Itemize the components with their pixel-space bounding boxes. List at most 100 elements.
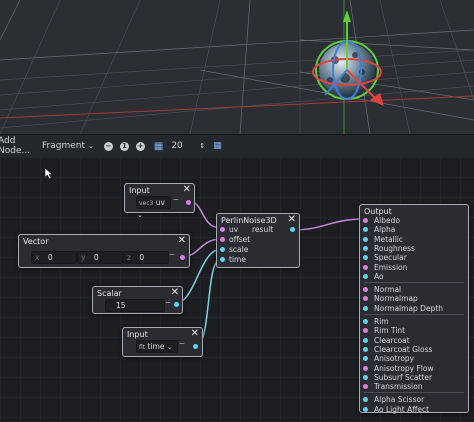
perlin-uv-port[interactable] bbox=[220, 227, 225, 232]
scalar-value: 15 bbox=[116, 301, 126, 310]
output-port-label: Rim bbox=[374, 317, 389, 326]
snap-toggle[interactable]: ▦ bbox=[154, 135, 163, 157]
perlin-result-port[interactable] bbox=[290, 227, 295, 232]
close-icon[interactable]: ✕ bbox=[182, 184, 191, 195]
perlin-scale-label: scale bbox=[229, 245, 249, 254]
expand-icon[interactable]: ⌣ bbox=[179, 339, 185, 349]
output-input-port[interactable] bbox=[363, 374, 368, 380]
perlin-uv-label: uv bbox=[229, 225, 239, 234]
output-input-port[interactable] bbox=[363, 236, 368, 242]
snap-stepper[interactable]: ⇕ bbox=[199, 135, 205, 157]
perlin-offset-port[interactable] bbox=[220, 237, 225, 242]
add-node-button[interactable]: Add Node... bbox=[0, 136, 31, 156]
input-time-output-port[interactable] bbox=[193, 344, 198, 349]
output-port-label: Normal bbox=[374, 285, 402, 295]
perlin-offset-label: offset bbox=[229, 235, 251, 244]
perlin-time-label: time bbox=[229, 255, 246, 264]
graph-editor[interactable]: Input ✕ vec3 uv ⌄ ⌣ Vector ✕ x 0 y 0 z 0… bbox=[0, 157, 474, 422]
snap-value[interactable]: 20 bbox=[171, 141, 183, 151]
zoom-in-button[interactable]: + bbox=[135, 135, 145, 157]
viewport-grid bbox=[0, 0, 474, 134]
save-icon: ▦ bbox=[213, 141, 222, 151]
output-input-port[interactable] bbox=[363, 264, 368, 270]
vector-node[interactable]: Vector ✕ x 0 y 0 z 0 ⌣ bbox=[18, 234, 190, 268]
input-uv-value: uv bbox=[155, 198, 165, 207]
output-port-label: Emission bbox=[374, 262, 408, 272]
output-input-port[interactable] bbox=[363, 328, 368, 334]
output-port-label: Subsurf Scatter bbox=[374, 372, 433, 382]
vector-x-value: 0 bbox=[47, 253, 53, 262]
zoom-out-button[interactable]: − bbox=[103, 135, 113, 157]
vector-z-field[interactable]: z 0 bbox=[123, 251, 169, 264]
output-port-label: Rim Tint bbox=[374, 326, 406, 336]
output-input-port[interactable] bbox=[363, 346, 368, 352]
scalar-node[interactable]: Scalar ✕ 15 ⌣ bbox=[92, 286, 183, 314]
save-button[interactable]: ▦ bbox=[213, 135, 222, 157]
output-input-port[interactable] bbox=[363, 337, 368, 343]
mouse-cursor-icon bbox=[45, 168, 53, 179]
input-time-node-title: Input bbox=[127, 330, 148, 339]
expand-icon[interactable]: ⌣ bbox=[169, 250, 175, 260]
output-input-port[interactable] bbox=[363, 245, 368, 251]
perlin-node-title: PerlinNoise3D bbox=[221, 216, 277, 225]
output-input-port[interactable] bbox=[363, 397, 368, 403]
output-input-port[interactable] bbox=[363, 356, 368, 362]
chevron-down-icon: ⌄ bbox=[137, 211, 143, 219]
output-input-port[interactable] bbox=[363, 305, 368, 311]
output-input-port[interactable] bbox=[363, 255, 368, 261]
vector-y-value: 0 bbox=[93, 253, 99, 262]
input-uv-select[interactable]: vec3 uv ⌄ bbox=[136, 196, 171, 219]
output-port-label: Clearcoat Gloss bbox=[374, 344, 433, 354]
perlin-result-label: result bbox=[252, 225, 274, 234]
output-input-port[interactable] bbox=[363, 365, 368, 371]
output-input-port[interactable] bbox=[363, 287, 368, 293]
output-input-port[interactable] bbox=[363, 218, 368, 223]
vector-z-label: z bbox=[127, 253, 131, 262]
close-icon[interactable]: ✕ bbox=[190, 328, 199, 339]
output-input-port[interactable] bbox=[363, 296, 368, 302]
expand-icon[interactable]: ⌣ bbox=[173, 195, 179, 205]
output-input-port[interactable] bbox=[363, 384, 368, 390]
output-port-label: Roughness bbox=[374, 243, 415, 253]
output-port-label: Clearcoat bbox=[374, 335, 410, 345]
output-port-label: Anisotropy bbox=[374, 354, 415, 364]
perlin-scale-port[interactable] bbox=[220, 247, 225, 252]
output-input-port[interactable] bbox=[363, 273, 368, 279]
close-icon[interactable]: ✕ bbox=[177, 235, 186, 246]
plus-icon: + bbox=[135, 141, 145, 151]
output-input-port[interactable] bbox=[363, 227, 368, 233]
up-down-arrows-icon: ⇕ bbox=[199, 142, 206, 150]
vector-x-label: x bbox=[35, 253, 40, 262]
close-icon[interactable]: ✕ bbox=[287, 214, 296, 225]
input-time-select[interactable]: flt time ⌄ bbox=[136, 340, 178, 353]
mode-select-value: Fragment bbox=[42, 141, 85, 151]
input-uv-output-port[interactable] bbox=[186, 200, 191, 205]
output-port-label: Normalmap Depth bbox=[374, 303, 444, 313]
minus-icon: − bbox=[103, 141, 113, 151]
vector-x-field[interactable]: x 0 bbox=[31, 251, 77, 264]
perlin-time-port[interactable] bbox=[220, 257, 225, 262]
output-port-label: Ao bbox=[374, 271, 384, 281]
close-icon[interactable]: ✕ bbox=[170, 287, 179, 298]
mode-select[interactable]: Fragment ⌄ bbox=[42, 135, 94, 157]
float-type-icon: flt bbox=[139, 344, 146, 351]
vector-y-label: y bbox=[81, 253, 86, 262]
scalar-output-port[interactable] bbox=[174, 302, 179, 307]
zoom-reset-button[interactable]: 1 bbox=[119, 135, 129, 157]
output-port-label: Normalmap bbox=[374, 294, 418, 304]
3d-viewport[interactable] bbox=[0, 0, 474, 134]
graph-toolbar: Add Node... Fragment ⌄ − 1 + ▦ 20 ⇕ ▦ bbox=[0, 134, 474, 158]
vector-output-port[interactable] bbox=[180, 255, 185, 260]
scalar-value-field[interactable]: 15 bbox=[105, 299, 165, 312]
output-input-port[interactable] bbox=[363, 406, 368, 412]
perlin-noise-node[interactable]: PerlinNoise3D ✕ uv result offset scale t… bbox=[216, 213, 300, 268]
vector-y-field[interactable]: y 0 bbox=[77, 251, 123, 264]
expand-icon[interactable]: ⌣ bbox=[165, 298, 171, 308]
chevron-down-icon: ⌄ bbox=[166, 343, 173, 351]
output-input-port[interactable] bbox=[363, 319, 368, 324]
snap-grid-icon: ▦ bbox=[153, 140, 164, 152]
input-uv-node[interactable]: Input ✕ vec3 uv ⌄ ⌣ bbox=[124, 183, 195, 219]
input-time-node[interactable]: Input ✕ flt time ⌄ ⌣ bbox=[122, 327, 203, 357]
output-port-label: Alpha Scissor bbox=[374, 395, 425, 405]
